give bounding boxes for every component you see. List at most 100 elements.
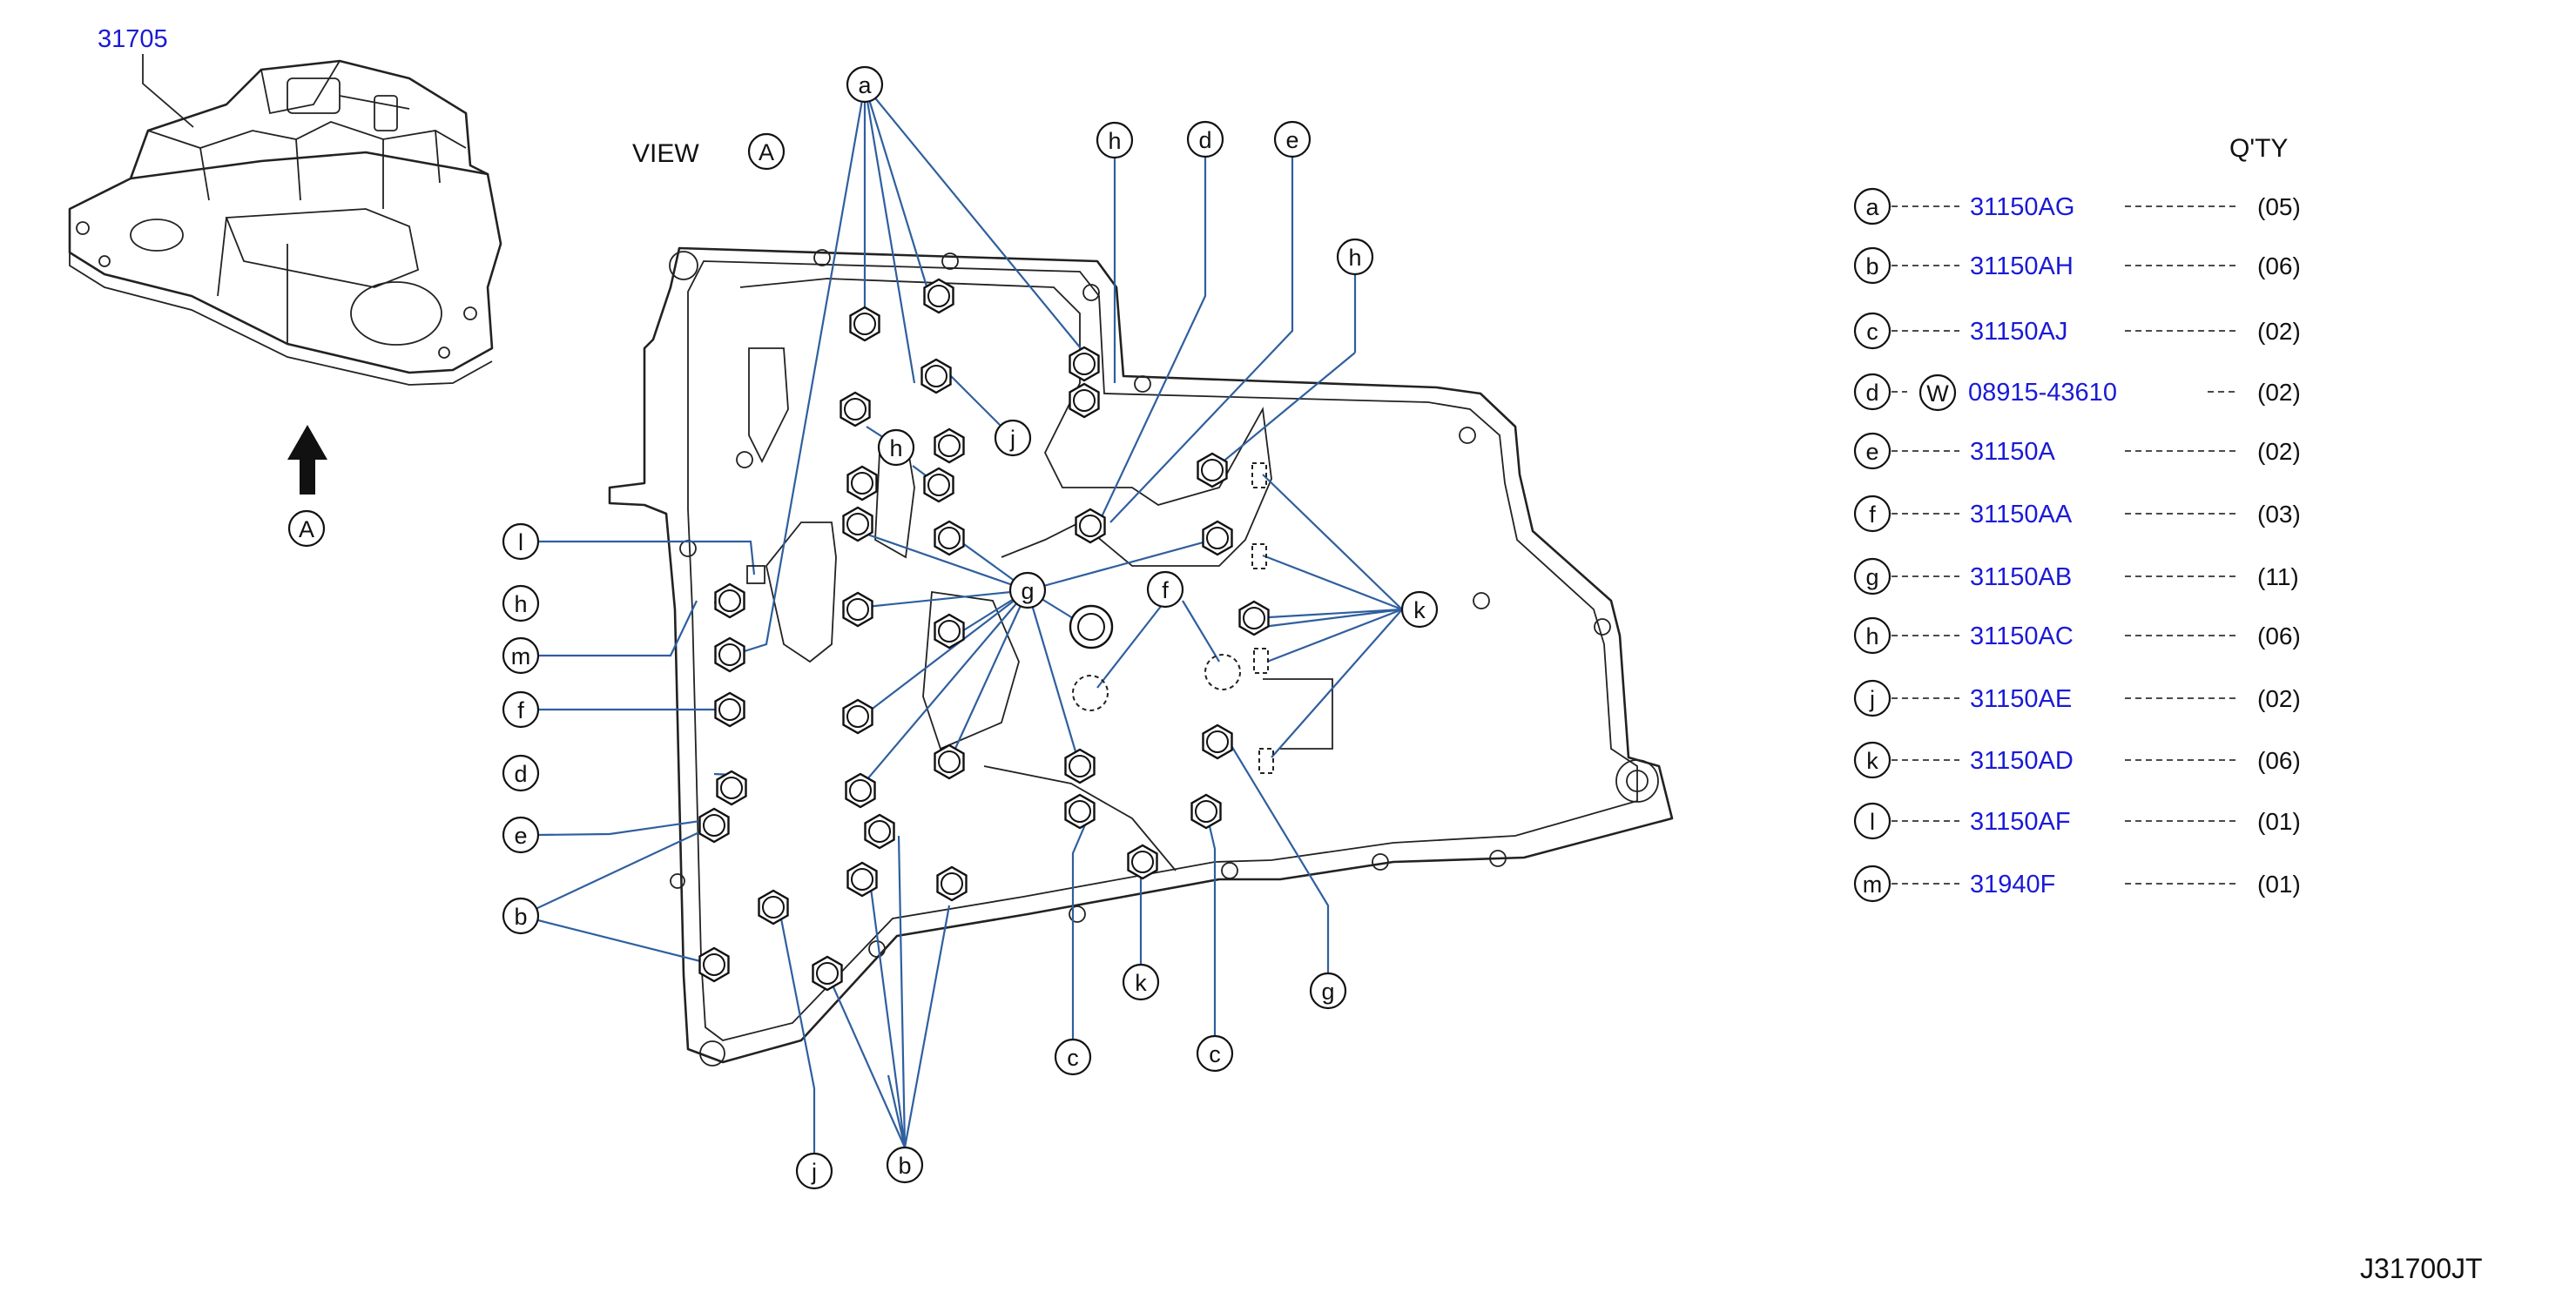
legend-letter-l: l: [1853, 802, 1892, 840]
callout-l[interactable]: l: [502, 522, 540, 561]
legend-qty: (06): [2257, 747, 2301, 774]
legend-part-number[interactable]: 31150A: [1970, 438, 2055, 466]
callout-letter: a: [858, 72, 872, 98]
legend-part-number[interactable]: 31150AH: [1970, 252, 2074, 280]
plug-bolt-icon: [1069, 604, 1114, 649]
callout-j[interactable]: j: [994, 419, 1032, 457]
bolt-icon: [842, 506, 873, 542]
callout-letter: h: [889, 435, 902, 461]
bolt-icon: [840, 391, 871, 427]
bolt-icon: [936, 865, 968, 902]
assembly-part-number[interactable]: 31705: [98, 25, 168, 53]
bolt-icon: [1075, 508, 1106, 544]
callout-h[interactable]: h: [1096, 121, 1134, 159]
svg-text:h: h: [1865, 623, 1878, 649]
svg-text:l: l: [1870, 809, 1875, 835]
bolt-icon: [1069, 346, 1100, 382]
callout-a[interactable]: a: [846, 65, 884, 104]
legend-part-number[interactable]: 31150AJ: [1970, 318, 2067, 346]
bolt-icon: [846, 465, 878, 501]
callout-m[interactable]: m: [502, 636, 540, 675]
legend-part-number[interactable]: 31150AF: [1970, 808, 2071, 836]
view-label: VIEW: [632, 139, 699, 168]
legend-part-number[interactable]: 31150AA: [1970, 501, 2073, 528]
callout-h[interactable]: h: [1336, 238, 1374, 276]
callout-f[interactable]: f: [1146, 570, 1184, 609]
qty-header: Q'TY: [2229, 134, 2288, 163]
callout-h[interactable]: h: [502, 584, 540, 622]
callout-d[interactable]: d: [1186, 120, 1224, 158]
callout-c[interactable]: c: [1054, 1038, 1092, 1076]
view-letter-callout[interactable]: A: [747, 132, 786, 171]
hidden-bolt-f: [1072, 675, 1109, 711]
callout-g[interactable]: g: [1309, 972, 1347, 1010]
bolt-icon: [1202, 723, 1233, 760]
arrow-letter: A: [299, 516, 314, 542]
callout-k[interactable]: k: [1122, 963, 1160, 1001]
callout-letter: h: [514, 591, 527, 617]
bolt-icon: [1069, 382, 1100, 419]
legend-part-number[interactable]: 08915-43610: [1968, 379, 2117, 407]
legend-part-number[interactable]: 31940F: [1970, 871, 2055, 898]
legend-row-m[interactable]: m 31940F (01): [1853, 865, 2301, 903]
callout-e[interactable]: e: [1273, 120, 1312, 158]
bolt-icon: [1064, 748, 1096, 784]
callout-letter: e: [1285, 127, 1298, 153]
legend-part-number[interactable]: 31150AC: [1970, 622, 2074, 650]
callout-b[interactable]: b: [886, 1146, 924, 1184]
drawing-code: J31700JT: [2360, 1253, 2483, 1284]
legend-row-e[interactable]: e 31150A (02): [1853, 432, 2301, 470]
callout-letter: f: [1162, 577, 1169, 603]
bolt-icon: [864, 813, 895, 850]
legend-part-number[interactable]: 31150AB: [1970, 563, 2072, 591]
callout-b[interactable]: b: [502, 897, 540, 935]
legend-part-number[interactable]: 31150AE: [1970, 685, 2072, 713]
legend-qty: (02): [2257, 318, 2301, 345]
svg-text:k: k: [1866, 748, 1878, 774]
callout-letter: b: [898, 1153, 911, 1179]
washer-symbol: W: [1919, 373, 1957, 412]
callout-f[interactable]: f: [502, 690, 540, 729]
arrow-callout-a[interactable]: A: [287, 509, 326, 548]
legend-letter-h: h: [1853, 616, 1892, 655]
k-locator-marks: [746, 462, 1274, 774]
callout-h[interactable]: h: [877, 428, 915, 467]
legend-letter-j: j: [1853, 679, 1892, 717]
callout-d[interactable]: d: [502, 754, 540, 792]
callout-g[interactable]: g: [1008, 571, 1047, 609]
bolt-icon: [758, 889, 789, 925]
callout-j[interactable]: j: [795, 1152, 833, 1190]
legend-part-number[interactable]: 31150AG: [1970, 193, 2074, 221]
svg-text:a: a: [1865, 194, 1879, 220]
svg-text:g: g: [1865, 564, 1878, 590]
legend-row-k[interactable]: k 31150AD (06): [1853, 741, 2301, 779]
view-letter: A: [759, 139, 774, 165]
callout-c[interactable]: c: [1196, 1034, 1234, 1073]
legend-qty: (01): [2257, 871, 2301, 898]
callout-letter: g: [1021, 578, 1034, 604]
callout-letter: l: [518, 529, 523, 555]
callout-k[interactable]: k: [1400, 590, 1439, 629]
callout-e[interactable]: e: [502, 816, 540, 854]
bolt-icon: [846, 861, 878, 898]
callout-leader-lines: [520, 84, 1403, 1171]
legend-qty: (02): [2257, 438, 2301, 465]
legend-part-number[interactable]: 31150AD: [1970, 747, 2074, 775]
bolt-icon: [698, 807, 730, 844]
bolt-icon: [1127, 844, 1158, 880]
svg-text:b: b: [1865, 253, 1878, 279]
svg-text:e: e: [1865, 439, 1878, 465]
svg-text:m: m: [1863, 871, 1883, 898]
bolt-icon: [845, 772, 876, 809]
